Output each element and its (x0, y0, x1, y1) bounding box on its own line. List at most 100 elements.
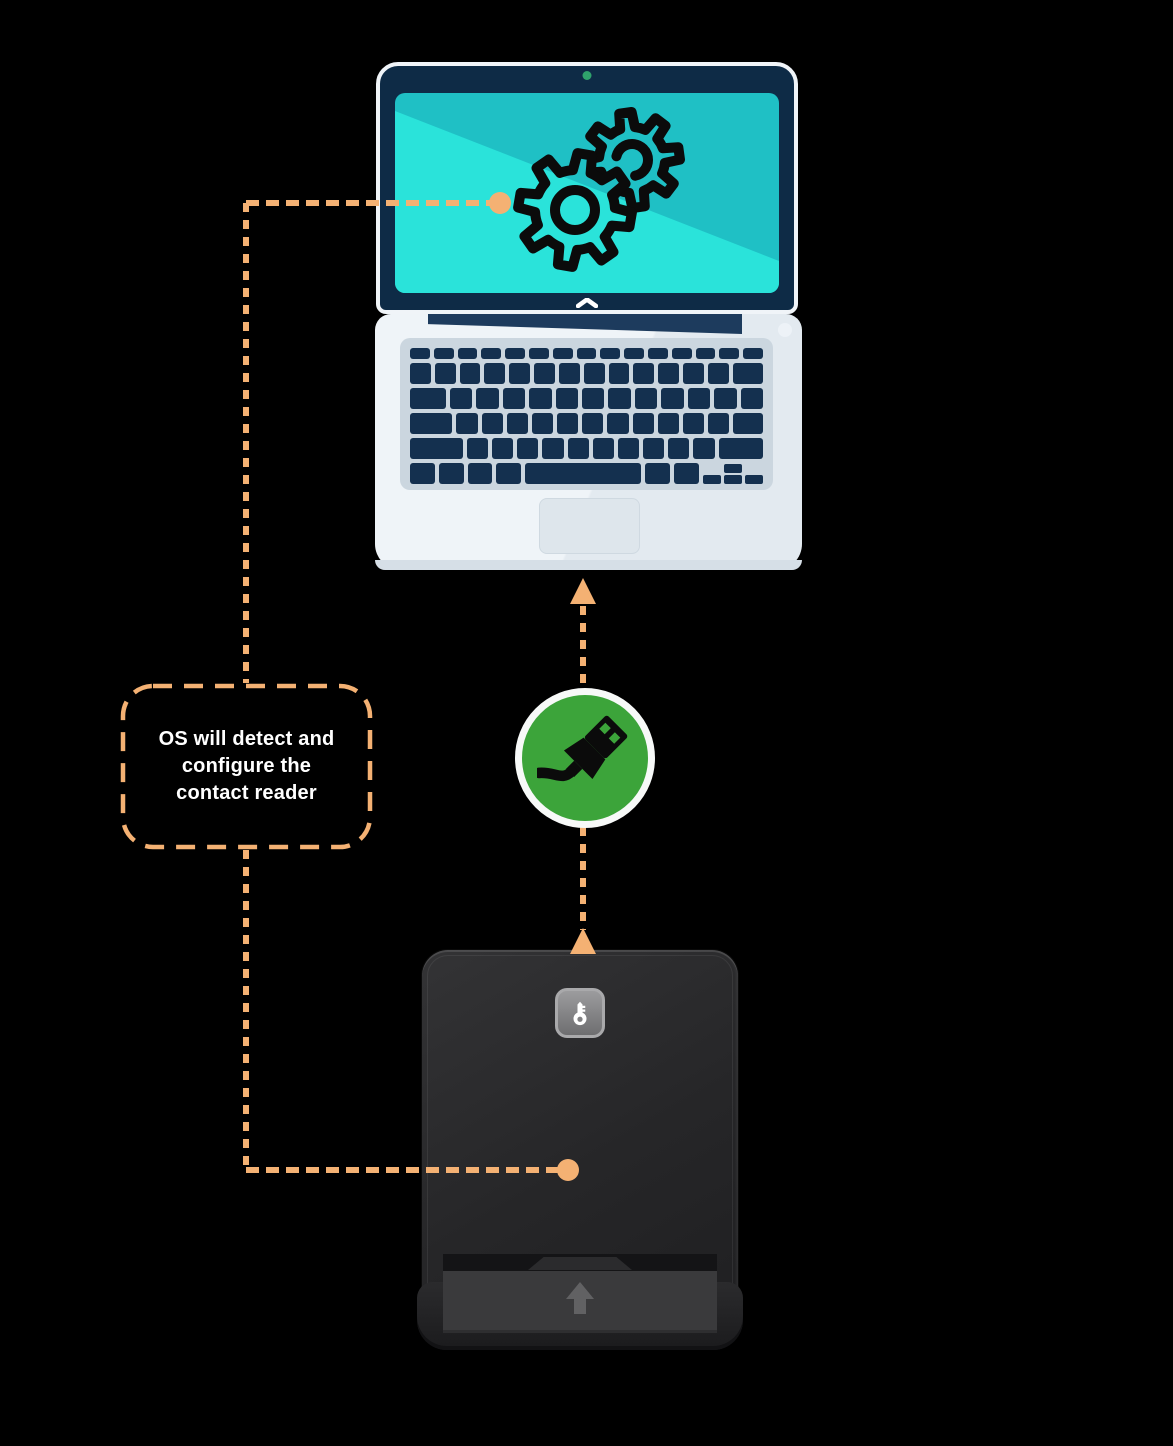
arrow-keys (703, 463, 763, 484)
keyboard-key (558, 363, 580, 384)
keyboard-key (608, 363, 630, 384)
usb-plug-icon (537, 715, 628, 782)
keyboard-key (505, 348, 525, 359)
keyboard-key (528, 348, 549, 359)
key-icon (573, 1001, 587, 1026)
keyboard-key (718, 438, 764, 459)
keyboard-key (502, 388, 526, 409)
keyboard-key (509, 363, 531, 384)
laptop-lid (376, 62, 798, 314)
callout-text: OS will detect and configure the contact… (159, 726, 335, 807)
keyboard-key (634, 388, 658, 409)
keyboard-key (457, 348, 478, 359)
key-badge (555, 988, 605, 1038)
keyboard-key (531, 413, 554, 434)
keyboard-key (410, 348, 430, 359)
laptop (375, 62, 802, 570)
keyboard-key (624, 348, 644, 359)
keyboard-key (724, 464, 742, 473)
hinge-screw-dot (778, 323, 792, 337)
arrow-up-from-reader (570, 928, 596, 954)
keyboard-key (517, 438, 539, 459)
keyboard-key (576, 348, 597, 359)
keyboard-key (743, 348, 763, 359)
keyboard-row (410, 348, 763, 359)
dashed-line-callout-down (243, 850, 249, 1172)
webcam-dot (582, 71, 592, 80)
keyboard-key (496, 463, 522, 484)
keyboard-row (410, 463, 763, 484)
keyboard-key (410, 438, 463, 459)
keyboard-key (534, 363, 555, 384)
keyboard-key (708, 413, 730, 434)
arrow-up-to-laptop (570, 578, 596, 604)
keyboard-key (645, 463, 671, 484)
arrow-up-icon (565, 1282, 595, 1316)
keyboard-key (583, 363, 605, 384)
keyboard-deck (400, 338, 773, 490)
keyboard-key (542, 438, 564, 459)
keyboard-key (552, 348, 573, 359)
card-slot-panel (443, 1271, 717, 1333)
keyboard-key (476, 388, 499, 409)
dashed-line-callout-up (243, 203, 249, 683)
keyboard-key (529, 388, 552, 409)
keyboard-key (661, 388, 684, 409)
laptop-screen (395, 93, 779, 293)
trackpad (539, 498, 640, 554)
keyboard-key (438, 463, 464, 484)
keyboard-row (410, 438, 764, 459)
chevron-up-icon (575, 295, 599, 309)
callout-line: configure the (181, 755, 312, 777)
keyboard-key (674, 463, 699, 484)
keyboard-row (410, 363, 763, 384)
keyboard-row (410, 413, 764, 434)
keyboard-key (683, 413, 705, 434)
keyboard-key (567, 438, 589, 459)
keyboard-key (745, 475, 763, 484)
keyboard-key (608, 388, 631, 409)
keyboard-key (410, 413, 453, 434)
dashed-line-to-screen (246, 200, 491, 206)
keyboard-key (456, 413, 478, 434)
keyboard-key (707, 363, 729, 384)
keyboard-key (557, 413, 579, 434)
keyboard-key (732, 363, 763, 384)
keyboard-key (668, 438, 690, 459)
keyboard-key (506, 413, 528, 434)
keyboard-key (733, 413, 764, 434)
keyboard-key (719, 348, 740, 359)
card-slot-lip (528, 1257, 632, 1270)
keyboard-key (683, 363, 704, 384)
card-reader (417, 950, 743, 1350)
callout-dashed-border (120, 683, 373, 850)
keyboard-key (658, 363, 680, 384)
keyboard-key (647, 348, 668, 359)
keyboard (410, 348, 764, 488)
keyboard-key (657, 413, 680, 434)
keyboard-key (467, 463, 493, 484)
keyboard-key (459, 363, 481, 384)
keyboard-key (555, 388, 578, 409)
keyboard-row (410, 388, 763, 409)
keyboard-key (607, 413, 629, 434)
keyboard-key (693, 438, 715, 459)
keyboard-key (449, 388, 473, 409)
keyboard-key (525, 463, 642, 484)
keyboard-key (687, 388, 711, 409)
callout-line: OS will detect and (158, 728, 335, 750)
keyboard-key (481, 413, 503, 434)
keyboard-key (724, 464, 742, 484)
keyboard-key (617, 438, 640, 459)
keyboard-key (600, 348, 621, 359)
reader-anchor-dot (557, 1159, 579, 1181)
keyboard-key (492, 438, 514, 459)
keyboard-key (740, 388, 763, 409)
keyboard-key (481, 348, 502, 359)
card-slot (443, 1254, 717, 1271)
keyboard-key (410, 388, 446, 409)
keyboard-key (410, 363, 431, 384)
keyboard-key (632, 413, 654, 434)
keyboard-key (695, 348, 716, 359)
